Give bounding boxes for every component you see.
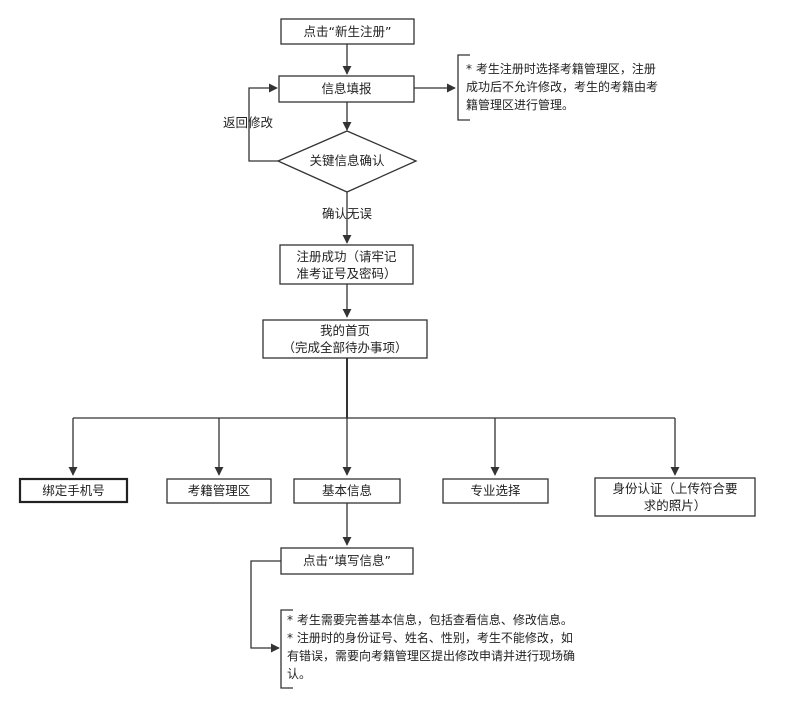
- node-click-fill: 点击“填写信息”: [280, 547, 414, 575]
- node-click-fill-label: 点击“填写信息”: [303, 553, 391, 568]
- note-info-line4: 认。: [287, 667, 311, 681]
- edge-return-edit: [248, 83, 278, 162]
- node-major-label: 专业选择: [470, 483, 521, 498]
- node-start-label: 点击“新生注册”: [304, 24, 392, 39]
- edge-label-return-edit: 返回修改: [223, 115, 274, 130]
- edge-label-confirmed: 确认无误: [322, 206, 373, 221]
- note-info-line2: * 注册时的身份证号、姓名、性别，考生不能修改，如: [287, 630, 573, 645]
- note-info-line3: 有错误，需要向考籍管理区提出修改申请并进行现场确: [287, 648, 575, 663]
- node-bind-phone: 绑定手机号: [18, 477, 129, 504]
- node-bind-phone-label: 绑定手机号: [42, 483, 105, 498]
- node-confirm-decision: 关键信息确认: [276, 130, 418, 193]
- node-confirm-label: 关键信息确认: [309, 153, 385, 168]
- node-success-line1: 注册成功（请牢记: [296, 249, 397, 264]
- node-home: 我的首页 （完成全部待办事项）: [262, 319, 428, 359]
- node-basic-info: 基本信息: [293, 478, 401, 504]
- node-exam-region-label: 考籍管理区: [188, 483, 251, 498]
- node-id-verify-line1: 身份认证（上传符合要: [612, 481, 737, 496]
- node-register-success: 注册成功（请牢记 准考证号及密码）: [279, 244, 414, 285]
- node-id-verify-line2: 求的照片）: [644, 498, 707, 513]
- node-fill-info-label: 信息填报: [321, 81, 372, 96]
- node-fill-info: 信息填报: [278, 75, 415, 103]
- node-exam-region: 考籍管理区: [166, 478, 272, 504]
- note-basic-info: * 考生需要完善基本信息，包括查看信息、修改信息。 * 注册时的身份证号、姓名、…: [280, 609, 575, 689]
- node-home-line1: 我的首页: [320, 323, 370, 338]
- note-exam-region: * 考生注册时选择考籍管理区，注册 成功后不允许修改，考生的考籍由考 籍管理区进…: [457, 54, 658, 121]
- note-info-line1: * 考生需要完善基本信息，包括查看信息、修改信息。: [287, 612, 573, 627]
- edge-clickfill-to-note: [250, 560, 281, 653]
- note-region-line1: * 考生注册时选择考籍管理区，注册: [466, 61, 656, 76]
- note-region-line2: 成功后不允许修改，考生的考籍由考: [466, 79, 658, 94]
- node-success-line2: 准考证号及密码）: [296, 266, 396, 281]
- node-home-line2: （完成全部待办事项）: [282, 340, 407, 355]
- node-start: 点击“新生注册”: [280, 18, 415, 45]
- node-basic-info-label: 基本信息: [322, 483, 372, 498]
- note-region-line3: 籍管理区进行管理。: [466, 97, 574, 112]
- node-id-verify: 身份认证（上传符合要 求的照片）: [594, 477, 756, 517]
- node-major: 专业选择: [442, 478, 549, 504]
